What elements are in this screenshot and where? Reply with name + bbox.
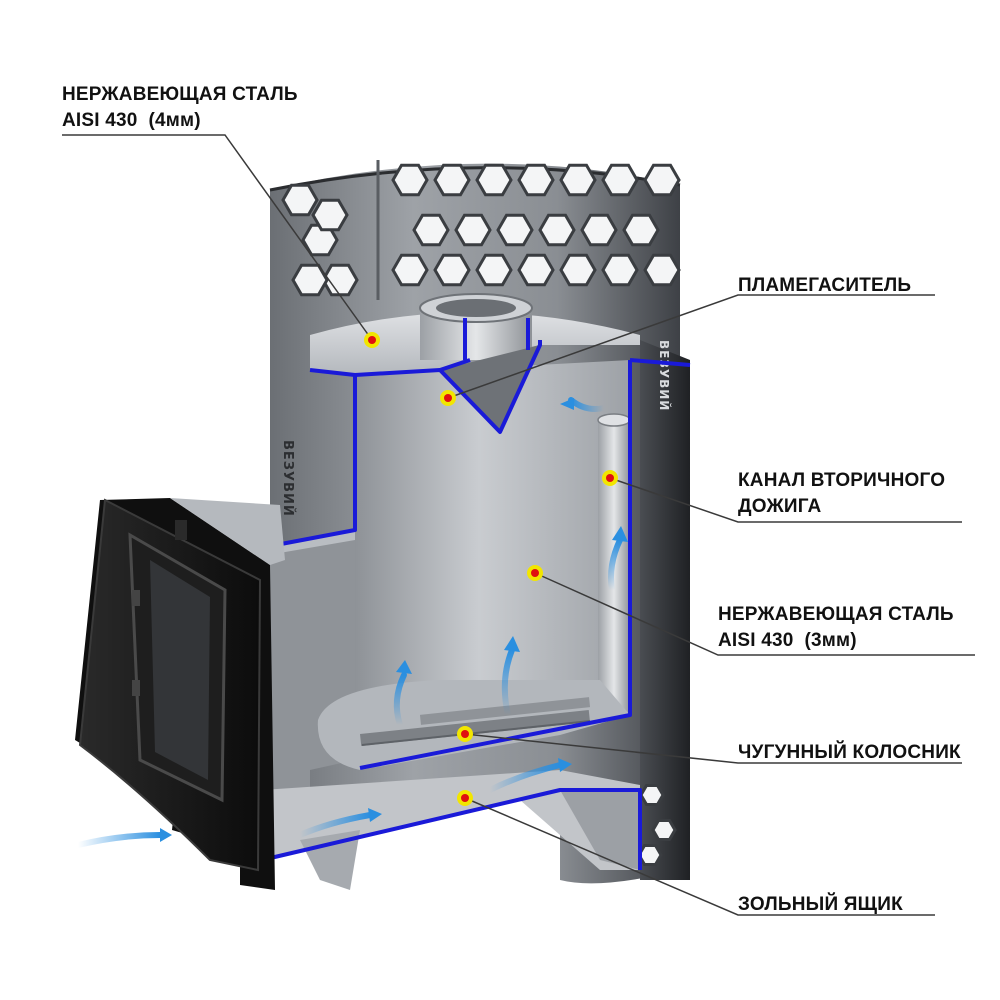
callout-steel-4mm-line1: НЕРЖАВЕЮЩАЯ СТАЛЬ [62, 84, 298, 105]
airflow-arrow-intake [75, 832, 163, 848]
hex-hole [281, 183, 319, 217]
callout-steel-3mm-grade: AISI 430 [718, 630, 794, 651]
marker-grate [457, 726, 473, 742]
callout-steel-4mm-line2: AISI 430 (4мм) [62, 108, 298, 134]
chimney-pipe [419, 293, 533, 360]
leader-steel-4mm [62, 134, 373, 341]
hex-hole [517, 253, 555, 287]
marker-steel-4mm [364, 332, 380, 348]
hex-hole [391, 163, 429, 197]
leader-grate [464, 733, 962, 764]
callout-steel-4mm-thickness: (4мм) [148, 110, 201, 131]
hex-hole [559, 163, 597, 197]
hex-hole [475, 163, 513, 197]
callout-grate: ЧУГУННЫЙ КОЛОСНИК [738, 740, 961, 766]
brand-mark-left: ВЕЗУВИЙ [280, 440, 296, 517]
callout-steel-3mm-thickness: (3мм) [804, 630, 857, 651]
fire-door [75, 498, 285, 890]
callout-secondary-channel-line1: КАНАЛ ВТОРИЧНОГО [738, 470, 946, 491]
casing-hex-perforation [281, 163, 681, 297]
leader-secondary-channel [609, 477, 962, 523]
hex-hole [454, 213, 492, 247]
hex-hole [538, 213, 576, 247]
leader-flame-arrester [447, 294, 935, 399]
airflow-arrow-ash-2 [487, 762, 563, 793]
hex-hole [311, 198, 349, 232]
leader-ash-box [464, 797, 935, 916]
hex-hole [433, 163, 471, 197]
callout-steel-4mm-grade: AISI 430 [62, 110, 138, 131]
airflow-arrow-ash-1 [297, 812, 373, 838]
hex-hole [412, 213, 450, 247]
marker-steel-3mm [527, 565, 543, 581]
hex-hole [601, 163, 639, 197]
airflow-arrow-up-1 [393, 672, 407, 728]
callout-grate-line1: ЧУГУННЫЙ КОЛОСНИК [738, 742, 961, 763]
hex-hole [496, 213, 534, 247]
hex-hole [643, 253, 681, 287]
hex-hole [651, 819, 677, 841]
callout-steel-3mm-line2: AISI 430 (3мм) [718, 628, 954, 654]
hex-hole [637, 844, 663, 866]
leader-lines [62, 134, 975, 916]
hex-hole [391, 253, 429, 287]
hex-hole [580, 213, 618, 247]
airflow-arrows [75, 397, 628, 848]
brand-mark-right: ВЕЗУВИЙ [657, 340, 672, 411]
callout-ash-box-line1: ЗОЛЬНЫЙ ЯЩИК [738, 894, 903, 915]
cut-section-edges [259, 318, 691, 870]
marker-flame-arrester [440, 390, 456, 406]
callout-flame-arrester: ПЛАМЕГАСИТЕЛЬ [738, 273, 911, 299]
airflow-arrow-channel [608, 537, 623, 593]
hex-hole [643, 163, 681, 197]
callout-steel-3mm: НЕРЖАВЕЮЩАЯ СТАЛЬ AISI 430 (3мм) [718, 602, 954, 654]
hex-hole [622, 213, 660, 247]
hex-hole [433, 253, 471, 287]
callout-ash-box: ЗОЛЬНЫЙ ЯЩИК [738, 892, 903, 918]
callout-secondary-channel-line2: ДОЖИГА [738, 496, 822, 517]
callout-flame-arrester-line1: ПЛАМЕГАСИТЕЛЬ [738, 275, 912, 296]
hex-hole [559, 253, 597, 287]
callout-steel-4mm: НЕРЖАВЕЮЩАЯ СТАЛЬ AISI 430 (4мм) [62, 82, 298, 134]
hex-hole [601, 253, 639, 287]
callout-markers [364, 332, 618, 806]
callout-secondary-channel: КАНАЛ ВТОРИЧНОГО ДОЖИГА [738, 468, 945, 520]
casing-hex-perforation-lower [637, 784, 677, 866]
airflow-arrow-up-2 [501, 647, 515, 718]
leader-steel-3mm [534, 572, 975, 656]
marker-ash-box [457, 790, 473, 806]
hex-hole [475, 253, 513, 287]
hex-hole [517, 163, 555, 197]
hex-hole [639, 784, 665, 806]
callout-steel-3mm-line1: НЕРЖАВЕЮЩАЯ СТАЛЬ [718, 604, 954, 625]
marker-secondary-channel [602, 470, 618, 486]
